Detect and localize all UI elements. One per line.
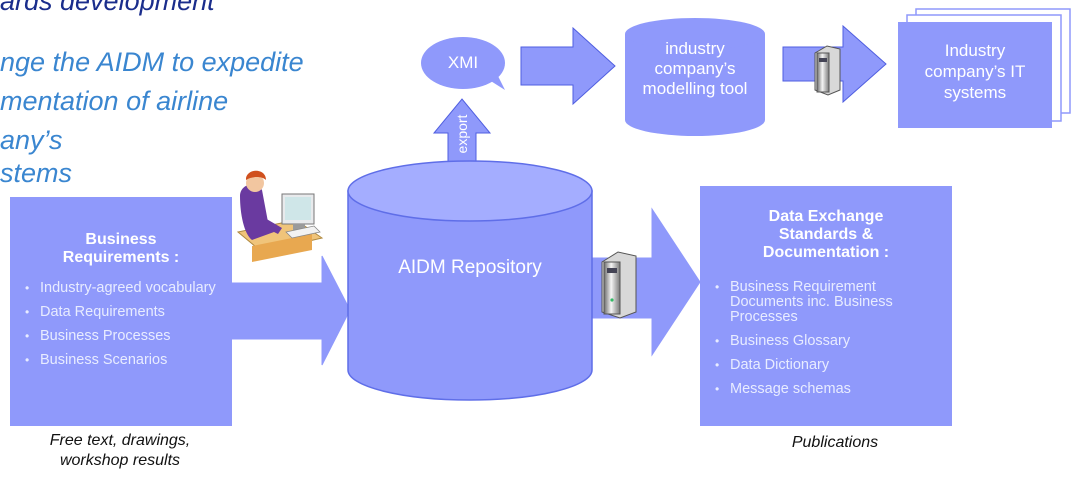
repository-label: AIDM Repository <box>398 257 542 278</box>
standards-list: Business Requirement Documents inc. Busi… <box>704 280 948 398</box>
standards-caption: Publications <box>791 434 879 451</box>
server-icon-small <box>814 45 841 96</box>
arrow-business-to-repository <box>231 255 351 366</box>
person-at-computer-icon <box>236 170 324 262</box>
list-item: Business Processes <box>14 329 228 345</box>
it-systems-stack <box>898 8 1071 128</box>
list-item: Data Requirements <box>14 305 228 321</box>
list-item: Business Scenarios <box>14 353 228 369</box>
standards-content: Data Exchange Standards & Documentation … <box>704 208 948 406</box>
business-requirements-content: Business Requirements : Industry-agreed … <box>14 231 228 377</box>
arrow-xmi-to-tool <box>520 26 616 106</box>
modelling-tool-cylinder <box>625 18 765 136</box>
xmi-label: XMI <box>447 53 479 72</box>
intro-line-4: stems <box>0 158 73 188</box>
standards-title: Data Exchange Standards & Documentation … <box>762 208 890 261</box>
xmi-callout <box>421 37 505 89</box>
intro-heading: ards development <box>0 0 215 16</box>
list-item: Industry-agreed vocabulary <box>14 281 228 297</box>
aidm-repository-cylinder <box>347 160 593 401</box>
intro-line-3: any’s <box>0 125 63 155</box>
business-caption: Free text, drawings, workshop results <box>49 432 191 469</box>
list-item: Business Glossary <box>704 334 948 350</box>
list-item: Data Dictionary <box>704 358 948 374</box>
intro-line-1: nge the AIDM to expedite <box>0 47 304 77</box>
list-item: Business Requirement Documents inc. Busi… <box>704 280 920 325</box>
business-requirements-title: Business Requirements : <box>62 231 180 266</box>
arrow-repository-to-standards <box>591 207 701 357</box>
it-systems-label: Industry company’s IT systems <box>924 41 1026 102</box>
export-label: export <box>454 114 470 154</box>
intro-line-2: mentation of airline <box>0 86 229 116</box>
server-icon <box>601 251 637 319</box>
business-requirements-list: Industry-agreed vocabulary Data Requirem… <box>14 281 228 369</box>
list-item: Message schemas <box>704 382 948 398</box>
modelling-tool-label: industry company’s modelling tool <box>642 39 748 98</box>
